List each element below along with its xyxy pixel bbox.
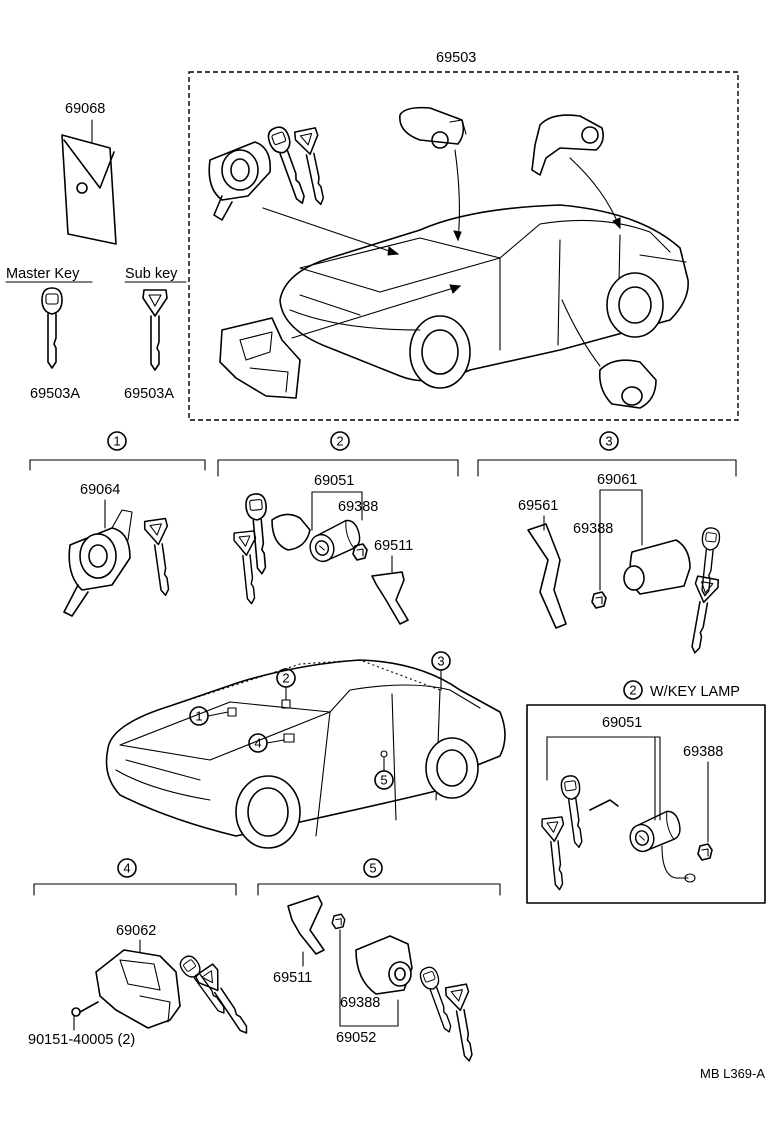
group-4-cylinder-label: 69062	[116, 923, 156, 939]
group-4: 4 69062 90151-40005 (2)	[28, 858, 257, 1048]
group-2-lamp-callout: 2	[629, 683, 636, 698]
reference-code: MB L369-A	[700, 1066, 765, 1081]
group-4-screw-label: 90151-40005 (2)	[28, 1032, 135, 1048]
group-3-callout: 3	[605, 434, 612, 449]
kit-ignition-cylinder	[208, 123, 333, 221]
kit-glovebox-cylinder	[598, 359, 657, 409]
group-5-clip-label: 69511	[273, 970, 312, 986]
key-lamp-box	[526, 704, 766, 904]
group-2-cylinder-label: 69051	[314, 473, 354, 489]
sub-key-icon	[142, 289, 168, 371]
car-callout-5: 5	[374, 750, 394, 790]
group-1-callout: 1	[113, 434, 120, 449]
car-callout-2: 2	[276, 668, 296, 709]
group-2-key-lamp: 2 W/KEY LAMP 69051 69388	[526, 680, 766, 904]
svg-text:4: 4	[254, 736, 261, 751]
kit-car-illustration	[279, 204, 689, 389]
group-5: 5 69511 69388 69052	[257, 858, 501, 1064]
group-4-callout: 4	[123, 861, 130, 876]
group-3-cylinder-label: 69061	[597, 472, 637, 488]
kit-door-cylinder-rear	[531, 114, 604, 176]
sub-key-title: Sub key	[125, 266, 178, 282]
group-3: 3 69061 69561 69388	[477, 431, 737, 656]
group-2-lamp-title: W/KEY LAMP	[650, 684, 740, 700]
location-car-illustration	[105, 659, 506, 849]
svg-text:5: 5	[380, 773, 387, 788]
key-case-label: 69068	[65, 101, 105, 117]
kit-leader-arrows	[262, 149, 621, 367]
key-case-icon	[61, 134, 117, 245]
car-callout-1: 1	[189, 706, 237, 726]
group-5-cylinder-label: 69052	[336, 1030, 376, 1046]
group-2-clip-label: 69511	[374, 538, 413, 554]
svg-text:3: 3	[437, 654, 444, 669]
car-callout-3: 3	[431, 651, 451, 691]
group-2-lamp-cylinder-label: 69051	[602, 715, 642, 731]
ignition-cylinder-icon	[63, 509, 133, 617]
group-2: 2 69051 69388 69511	[217, 431, 459, 625]
master-key-part-label: 69503A	[30, 386, 80, 402]
master-key-title: Master Key	[6, 266, 80, 282]
master-key-icon	[41, 287, 63, 369]
group-1-cylinder-label: 69064	[80, 482, 120, 498]
kit-box	[188, 71, 739, 421]
car-callout-4: 4	[248, 733, 295, 753]
group-2-retainer-label: 69388	[338, 499, 378, 515]
group-5-retainer-label: 69388	[340, 995, 380, 1011]
svg-text:2: 2	[282, 671, 289, 686]
group-2-callout: 2	[336, 434, 343, 449]
kit-door-cylinder-front	[399, 106, 467, 149]
sub-key-part-label: 69503A	[124, 386, 174, 402]
group-3-spring-label: 69561	[518, 498, 558, 514]
kit-part-label: 69503	[436, 50, 476, 66]
group-1: 1 69064	[29, 431, 206, 617]
kit-trunk-cylinder	[219, 317, 301, 399]
group-2-lamp-retainer-label: 69388	[683, 744, 723, 760]
group-5-callout: 5	[369, 861, 376, 876]
svg-text:1: 1	[195, 709, 202, 724]
group-3-retainer-label: 69388	[573, 521, 613, 537]
